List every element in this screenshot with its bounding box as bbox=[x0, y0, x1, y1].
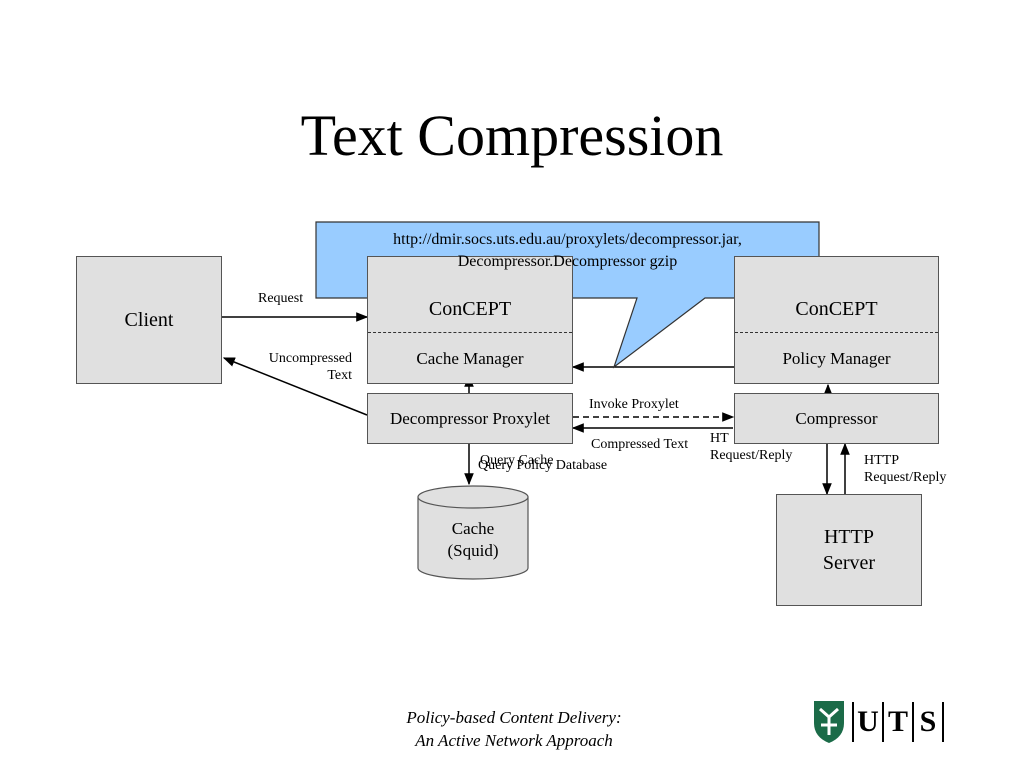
concept-left-divider bbox=[368, 332, 572, 333]
decompressor-proxylet-label: Decompressor Proxylet bbox=[389, 408, 551, 428]
cache-cylinder-shape bbox=[417, 485, 529, 580]
logo-letter-t: T bbox=[884, 702, 914, 742]
http-server-box: HTTP Server bbox=[776, 494, 922, 606]
request-label: Request bbox=[258, 291, 304, 306]
decompressor-proxylet-box: Decompressor Proxylet bbox=[367, 393, 573, 444]
uncompressed-arrow bbox=[222, 357, 368, 416]
callout-text: http://dmir.socs.uts.edu.au/proxylets/de… bbox=[393, 231, 742, 270]
logo-letter-s: S bbox=[914, 702, 944, 742]
footer-line-1: Policy-based Content Delivery: bbox=[406, 708, 622, 727]
compressor-box: Compressor bbox=[734, 393, 939, 444]
invoke-proxylet-label: Invoke Proxylet bbox=[589, 397, 679, 412]
compressed-text-label: Compressed Text bbox=[591, 437, 689, 452]
query-policy-database-label: Query Policy Database bbox=[478, 458, 608, 473]
concept-left-title: ConCEPT bbox=[428, 297, 512, 320]
concept-right-box: ConCEPT Policy Manager bbox=[734, 256, 939, 384]
http-request-reply-label: HTTP Request/Reply bbox=[864, 453, 947, 485]
client-box: Client bbox=[76, 256, 222, 384]
client-label: Client bbox=[124, 308, 174, 331]
policy-manager-label: Policy Manager bbox=[782, 349, 891, 368]
http-request-reply-partial-label: HT Request/Reply bbox=[710, 431, 793, 463]
http-server-label: HTTP Server bbox=[822, 526, 876, 574]
query-cache-label: Query Cache bbox=[480, 453, 554, 468]
cache-manager-label: Cache Manager bbox=[416, 349, 524, 368]
shield-icon bbox=[814, 701, 844, 743]
logo-letter-u: U bbox=[852, 702, 884, 742]
cache-label: Cache (Squid) bbox=[447, 519, 499, 560]
footer: Policy-based Content Delivery: An Active… bbox=[350, 706, 678, 752]
compressor-label: Compressor bbox=[795, 408, 878, 428]
concept-right-divider bbox=[735, 332, 938, 333]
footer-line-2: An Active Network Approach bbox=[415, 731, 613, 750]
concept-left-box: ConCEPT Cache Manager bbox=[367, 256, 573, 384]
slide-title: Text Compression bbox=[300, 103, 724, 168]
concept-right-title: ConCEPT bbox=[795, 297, 878, 320]
uncompressed-text-label: Uncompressed Text bbox=[268, 351, 352, 383]
uts-logo: U T S bbox=[812, 697, 952, 747]
